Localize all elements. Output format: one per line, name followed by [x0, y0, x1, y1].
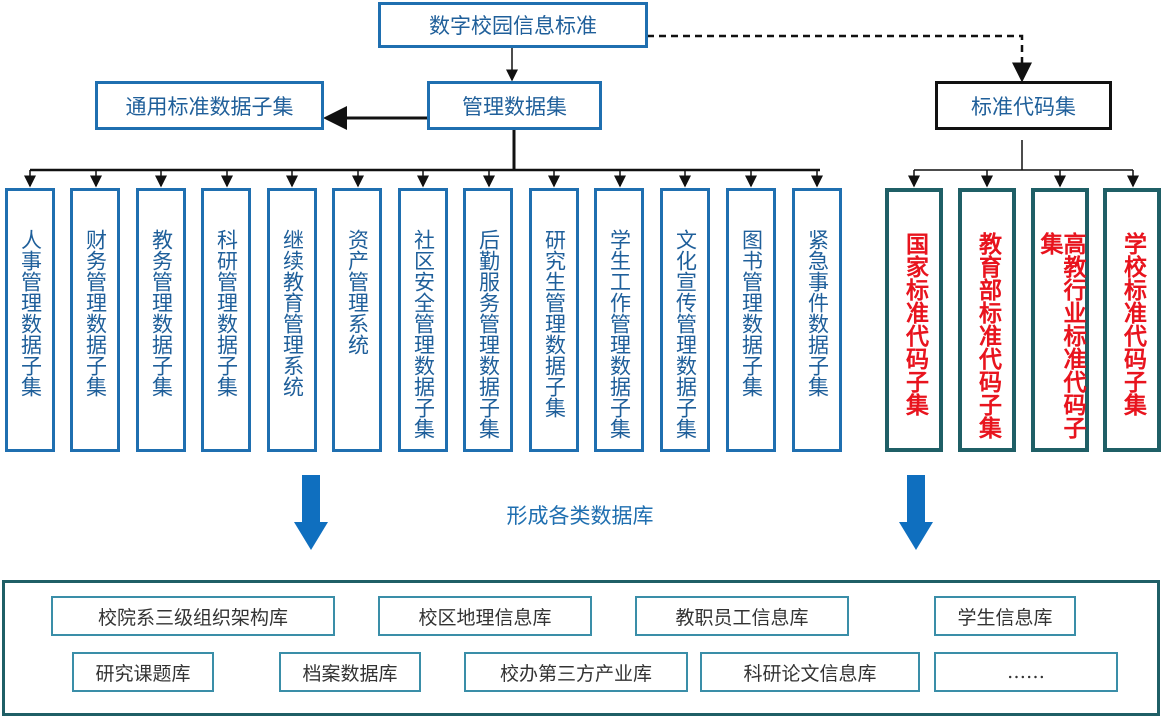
subset-label: 图书管理数据子集 [739, 229, 764, 397]
subset-column: 紧急事件数据子集 [792, 188, 842, 452]
code-subset-label: 高教行业标准代码子集 [1036, 232, 1085, 439]
database-label: 档案数据库 [302, 662, 398, 685]
management-node: 管理数据集 [427, 81, 602, 130]
database-box: 档案数据库 [279, 652, 421, 692]
subset-column: 继续教育管理系统 [267, 188, 317, 452]
general-subset-label: 通用标准数据子集 [125, 94, 294, 119]
subset-column: 资产管理系统 [332, 188, 382, 452]
subset-label: 后勤服务管理数据子集 [476, 229, 501, 439]
database-label: …… [1007, 661, 1045, 683]
code-subset-column: 学校标准代码子集 [1103, 188, 1161, 452]
database-box: 科研论文信息库 [700, 652, 920, 692]
subset-column: 教务管理数据子集 [136, 188, 186, 452]
subset-label: 财务管理数据子集 [83, 229, 108, 397]
subset-label: 学生工作管理数据子集 [607, 229, 632, 439]
code-subset-label: 学校标准代码子集 [1119, 232, 1146, 416]
codes-label: 标准代码集 [971, 94, 1076, 119]
subset-column: 后勤服务管理数据子集 [463, 188, 513, 452]
database-label: 学生信息库 [957, 606, 1053, 629]
subset-column: 图书管理数据子集 [726, 188, 776, 452]
database-label: 校区地理信息库 [418, 606, 552, 629]
database-label: 校办第三方产业库 [499, 662, 652, 685]
subset-label: 研究生管理数据子集 [542, 229, 567, 418]
database-box: 研究课题库 [72, 652, 214, 692]
subset-column: 研究生管理数据子集 [529, 188, 579, 452]
subset-label: 科研管理数据子集 [214, 229, 239, 397]
database-label: 研究课题库 [95, 662, 191, 685]
subset-label: 继续教育管理系统 [280, 229, 305, 397]
database-box: 校区地理信息库 [378, 596, 592, 636]
subset-column: 财务管理数据子集 [70, 188, 120, 452]
subset-column: 文化宣传管理数据子集 [660, 188, 710, 452]
subset-label: 紧急事件数据子集 [805, 229, 830, 397]
subset-label: 社区安全管理数据子集 [411, 229, 436, 439]
database-label: 科研论文信息库 [743, 662, 877, 685]
database-label: 校院系三级组织架构库 [97, 606, 288, 629]
middle-label: 形成各类数据库 [506, 504, 654, 528]
code-subset-column: 教育部标准代码子集 [958, 188, 1016, 452]
subset-column: 学生工作管理数据子集 [594, 188, 644, 452]
subset-label: 资产管理系统 [345, 229, 370, 355]
code-subset-column: 国家标准代码子集 [885, 188, 943, 452]
database-box: …… [934, 652, 1118, 692]
database-box: 教职员工信息库 [635, 596, 849, 636]
root-label: 数字校园信息标准 [429, 14, 597, 38]
codes-node: 标准代码集 [935, 81, 1112, 130]
code-subset-label: 教育部标准代码子集 [974, 232, 1001, 439]
subset-label: 文化宣传管理数据子集 [673, 229, 698, 439]
subset-column: 科研管理数据子集 [201, 188, 251, 452]
subset-column: 人事管理数据子集 [5, 188, 55, 452]
database-label: 教职员工信息库 [675, 606, 809, 629]
code-subset-column: 高教行业标准代码子集 [1031, 188, 1089, 452]
database-box: 学生信息库 [934, 596, 1076, 636]
database-box: 校办第三方产业库 [464, 652, 688, 692]
root-node: 数字校园信息标准 [378, 2, 648, 48]
subset-label: 教务管理数据子集 [149, 229, 174, 397]
general-subset-node: 通用标准数据子集 [95, 81, 324, 130]
down-arrow-icon [899, 475, 933, 550]
management-label: 管理数据集 [462, 94, 567, 119]
code-subset-label: 国家标准代码子集 [901, 232, 928, 416]
subset-label: 人事管理数据子集 [18, 229, 43, 397]
database-box: 校院系三级组织架构库 [51, 596, 335, 636]
database-container [2, 580, 1160, 716]
down-arrow-icon [294, 475, 328, 550]
subset-column: 社区安全管理数据子集 [398, 188, 448, 452]
